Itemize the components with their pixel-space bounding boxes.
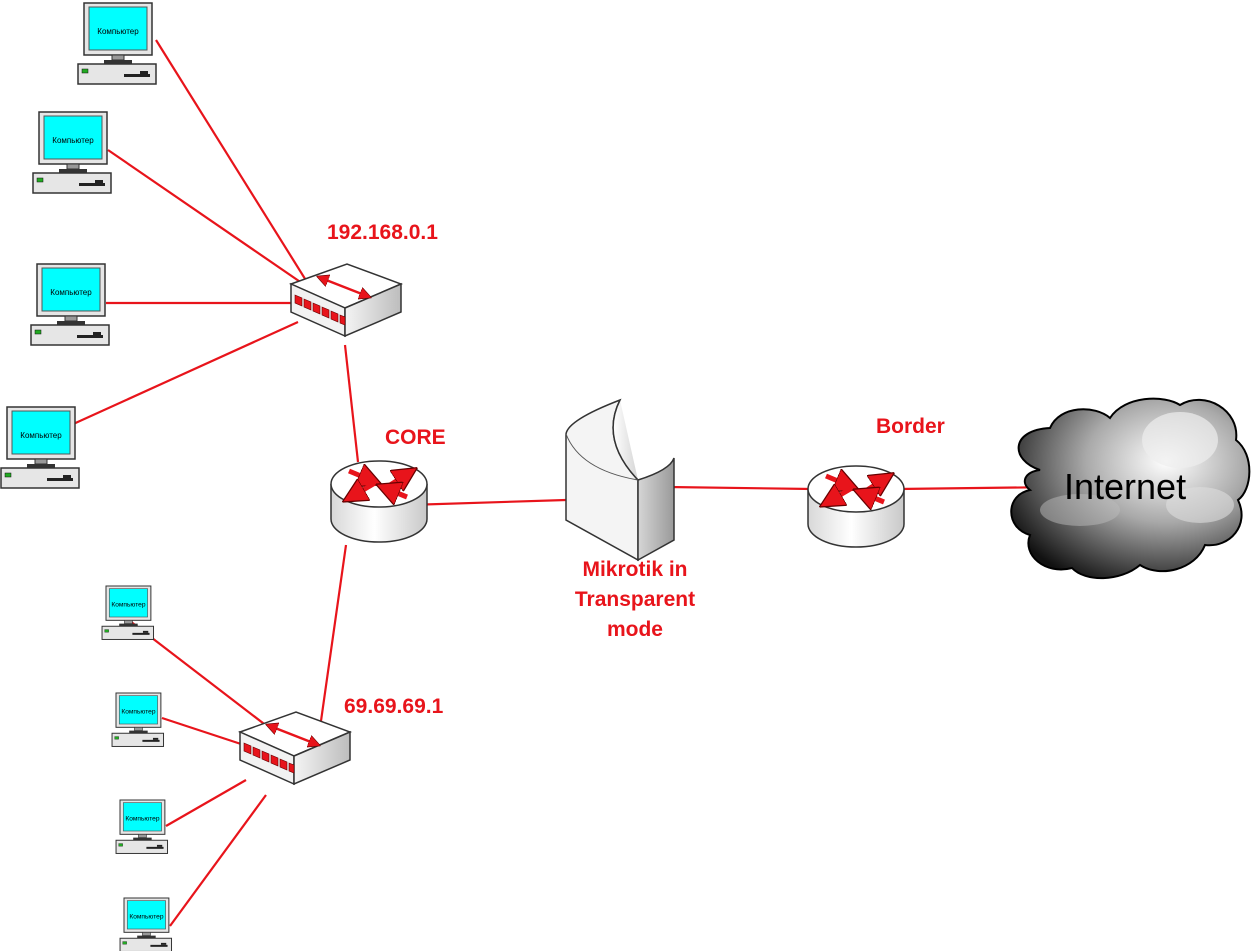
link-core-switch-bottom (318, 544, 348, 729)
computer-label: Компьютер (129, 913, 163, 920)
computer-8: Компьютер (119, 897, 173, 951)
computer-label: Компьютер (50, 288, 92, 297)
internet-label: Internet (1064, 466, 1187, 507)
link-pc6-switch-bottom (161, 716, 245, 747)
link-core-mikrotik (407, 498, 567, 507)
link-mikrotik-border (667, 485, 813, 491)
computer-label: Компьютер (125, 815, 159, 822)
border-router (808, 466, 904, 547)
internet-cloud (1010, 397, 1251, 580)
mikrotik-device (565, 398, 675, 562)
switch-top (290, 263, 402, 337)
core-router (331, 461, 427, 542)
computer-label: Компьютер (111, 601, 145, 608)
computer-6: Компьютер (111, 692, 165, 747)
computer-5: Компьютер (101, 585, 155, 640)
computer-label: Компьютер (97, 27, 139, 36)
border-router-label: Border (876, 415, 945, 438)
computer-4: Компьютер (0, 406, 80, 489)
link-pc1-switch-top (155, 39, 313, 291)
link-pc4-switch-top (37, 320, 299, 442)
link-pc8-switch-bottom (169, 794, 267, 927)
links (37, 39, 1061, 927)
computer-label: Компьютер (121, 708, 155, 715)
computer-3: Компьютер (30, 263, 110, 346)
computer-2: Компьютер (32, 111, 112, 194)
mikrotik-label-line-2: Transparent (574, 588, 696, 611)
switch-top-ip-label: 192.168.0.1 (327, 221, 438, 244)
computer-label: Компьютер (20, 431, 62, 440)
mikrotik-label-line-1: Mikrotik in (582, 558, 688, 581)
link-pc7-switch-bottom (165, 779, 247, 827)
mikrotik-label: Mikrotik in Transparent mode (555, 555, 715, 645)
computer-1: Компьютер (77, 2, 157, 85)
link-switch-top-core (343, 344, 360, 463)
computer-7: Компьютер (115, 799, 169, 854)
mikrotik-label-line-3: mode (606, 618, 663, 641)
core-router-label: CORE (385, 426, 446, 449)
computer-label: Компьютер (52, 136, 94, 145)
switch-bottom (239, 711, 351, 785)
link-pc2-switch-top (107, 149, 313, 291)
switch-bottom-ip-label: 69.69.69.1 (344, 695, 444, 718)
